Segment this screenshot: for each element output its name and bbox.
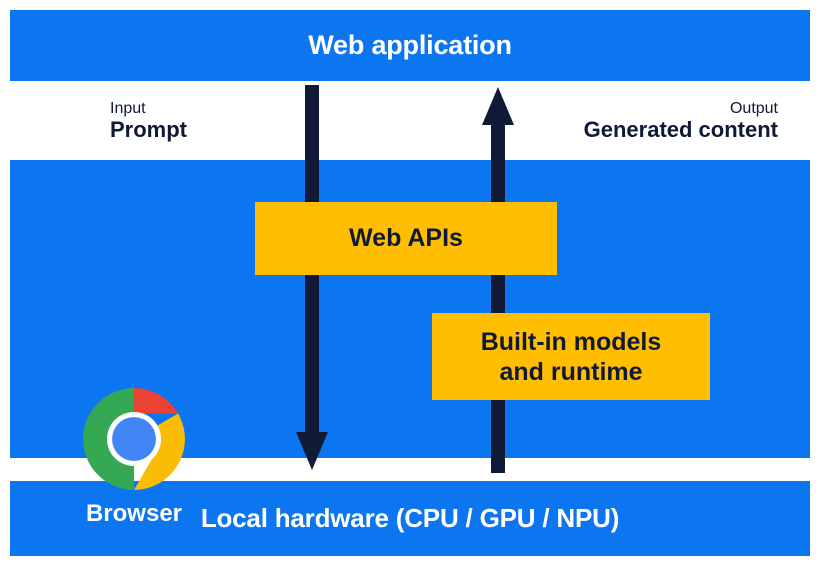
annotation-output-kicker: Output xyxy=(729,100,778,117)
annotation-output-label: Generated content xyxy=(583,116,778,142)
annotation-input-label: Prompt xyxy=(110,116,187,142)
box-web-apis: Web APIs xyxy=(255,202,557,275)
band-web-application: Web application xyxy=(10,10,810,81)
box-builtin-models: Built-in models and runtime xyxy=(432,313,710,400)
annotation-input: Input Prompt xyxy=(110,100,187,143)
band-browser-label: Browser xyxy=(85,500,183,527)
band-local-hardware: Local hardware (CPU / GPU / NPU) xyxy=(10,481,810,556)
annotation-input-kicker: Input xyxy=(110,100,146,117)
box-builtin-models-text: Built-in models and runtime xyxy=(481,327,662,387)
box-web-apis-label: Web APIs xyxy=(349,224,463,252)
box-builtin-models-line1: Built-in models xyxy=(480,327,662,356)
band-local-hardware-label: Local hardware (CPU / GPU / NPU) xyxy=(200,503,620,533)
chrome-logo-icon xyxy=(83,388,185,490)
annotation-output: Output Generated content xyxy=(584,100,778,143)
band-web-application-label: Web application xyxy=(308,30,512,60)
box-builtin-models-line2: and runtime xyxy=(499,357,643,386)
